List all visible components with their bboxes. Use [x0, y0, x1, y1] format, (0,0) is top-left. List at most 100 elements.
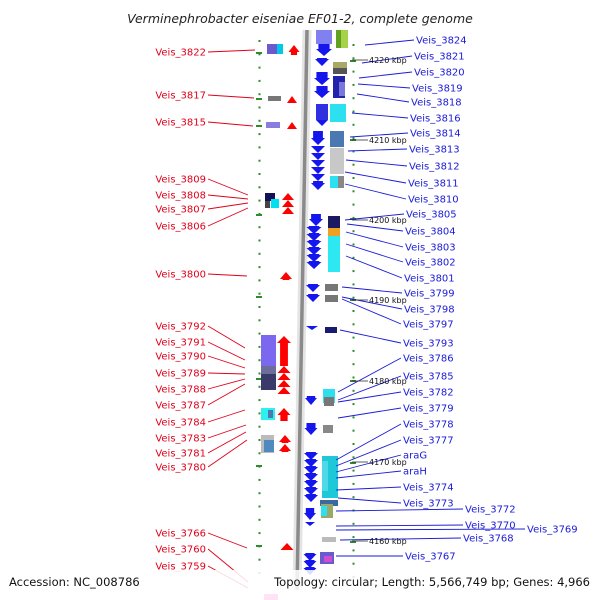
tick-dot [258, 159, 261, 162]
tick-dot [352, 482, 355, 485]
gene-label-right[interactable]: Veis_3774 [403, 483, 454, 494]
feature-block [261, 374, 276, 390]
leader-line [207, 207, 249, 227]
tick-dot [258, 319, 261, 322]
gene-label-right[interactable]: Veis_3821 [414, 52, 465, 63]
gene-label-right[interactable]: Veis_3814 [410, 129, 461, 140]
gene-label-left[interactable]: Veis_3808 [155, 191, 206, 202]
gene-label-right[interactable]: Veis_3813 [409, 145, 460, 156]
left-features [261, 44, 300, 600]
tick-dot [258, 292, 261, 295]
reverse-gene-arrow [311, 153, 325, 160]
gene-label-left[interactable]: Veis_3791 [155, 338, 206, 349]
forward-gene-arrow [279, 435, 291, 443]
gene-label-right[interactable]: Veis_3801 [404, 274, 455, 285]
leader-line [207, 178, 249, 196]
gene-label-right[interactable]: Veis_3804 [405, 227, 456, 238]
tick-dot [258, 345, 261, 348]
gene-label-right[interactable]: Veis_3811 [408, 179, 459, 190]
gene-label-right[interactable]: Veis_3779 [403, 404, 454, 415]
tick-dot [352, 137, 355, 140]
gene-label-right[interactable]: araG [403, 451, 427, 462]
gene-label-right[interactable]: araH [403, 467, 427, 478]
gene-label-left[interactable]: Veis_3806 [155, 222, 206, 233]
leader-line [341, 296, 403, 310]
gene-label-left[interactable]: Veis_3809 [155, 175, 206, 186]
gene-label-right[interactable]: Veis_3810 [408, 195, 459, 206]
leader-line [335, 508, 464, 512]
gene-label-left[interactable]: Veis_3766 [155, 529, 206, 540]
reverse-gene-arrow [309, 214, 323, 226]
gene-label-right[interactable]: Veis_3802 [405, 258, 456, 269]
tick-dot [258, 452, 261, 455]
reverse-gene-arrow [304, 487, 318, 495]
gene-label-right[interactable]: Veis_3798 [404, 305, 455, 316]
feature-block [264, 440, 274, 452]
gene-label-right[interactable]: Veis_3778 [403, 420, 454, 431]
gene-label-right[interactable]: Veis_3819 [412, 84, 463, 95]
major-tick [256, 378, 262, 380]
tick-dot [258, 505, 261, 508]
gene-label-left[interactable]: Veis_3784 [155, 418, 206, 429]
gene-label-right[interactable]: Veis_3818 [411, 98, 462, 109]
forward-gene-arrow [287, 122, 297, 129]
leader-line [349, 132, 409, 138]
gene-label-left[interactable]: Veis_3780 [155, 463, 206, 474]
tick-dot [258, 518, 261, 521]
gene-label-right[interactable]: Veis_3799 [404, 289, 455, 300]
gene-label-left[interactable]: Veis_3815 [155, 118, 206, 129]
gene-label-right[interactable]: Veis_3777 [403, 436, 454, 447]
gene-label-left[interactable]: Veis_3800 [155, 270, 206, 281]
major-tick [350, 60, 356, 62]
gene-label-left[interactable]: Veis_3792 [155, 322, 206, 333]
tick-dot [352, 536, 355, 539]
feature-block [277, 44, 283, 54]
tick-dot [352, 336, 355, 339]
feature-block [322, 461, 328, 491]
gene-label-left[interactable]: Veis_3783 [155, 434, 206, 445]
gene-label-left[interactable]: Veis_3760 [155, 545, 206, 556]
tick-dot [352, 190, 355, 193]
gene-label-left[interactable]: Veis_3787 [155, 401, 206, 412]
leader-line [339, 537, 462, 541]
gene-label-right[interactable]: Veis_3803 [405, 243, 456, 254]
gene-label-right[interactable]: Veis_3820 [414, 68, 465, 79]
reverse-gene-arrow [306, 261, 322, 269]
tick-dot [258, 53, 261, 56]
gene-label-left[interactable]: Veis_3759 [155, 562, 206, 573]
leader-line [344, 183, 407, 200]
gene-label-right[interactable]: Veis_3812 [409, 162, 460, 173]
gene-label-right[interactable]: Veis_3824 [416, 36, 467, 47]
gene-label-right[interactable]: Veis_3816 [410, 114, 461, 125]
gene-label-right[interactable]: Veis_3782 [403, 388, 454, 399]
gene-label-left[interactable]: Veis_3788 [155, 385, 206, 396]
kbp-marker: 4210 kbp [369, 136, 407, 145]
reverse-gene-arrow [311, 146, 325, 153]
gene-label-right[interactable]: Veis_3770 [465, 521, 516, 532]
gene-label-right[interactable]: Veis_3767 [405, 552, 456, 563]
leader-line [335, 454, 402, 473]
reverse-gene-arrow [304, 508, 316, 520]
gene-label-left[interactable]: Veis_3789 [155, 369, 206, 380]
gene-label-left[interactable]: Veis_3781 [155, 449, 206, 460]
gene-label-right[interactable]: Veis_3785 [403, 372, 454, 383]
gene-label-left[interactable]: Veis_3817 [155, 91, 206, 102]
tick-dot [258, 332, 261, 335]
gene-label-right[interactable]: Veis_3793 [403, 339, 454, 350]
feature-block [267, 44, 277, 54]
gene-label-right[interactable]: Veis_3797 [403, 320, 454, 331]
gene-label-left[interactable]: Veis_3807 [155, 205, 206, 216]
gene-label-left[interactable]: Veis_3790 [155, 352, 206, 363]
gene-label-right[interactable]: Veis_3786 [403, 354, 454, 365]
right-gene-labels: Veis_3824Veis_3821Veis_3820Veis_3819Veis… [403, 36, 578, 563]
gene-label-right[interactable]: Veis_3772 [465, 505, 516, 516]
gene-label-right[interactable]: Veis_3805 [406, 210, 457, 221]
reverse-gene-arrow [306, 326, 318, 330]
gene-label-left[interactable]: Veis_3822 [155, 48, 206, 59]
feature-block [339, 82, 345, 96]
gene-label-right[interactable]: Veis_3769 [527, 525, 578, 536]
leader-line [207, 202, 249, 210]
gene-label-right[interactable]: Veis_3768 [463, 534, 514, 545]
gene-label-right[interactable]: Veis_3773 [403, 499, 454, 510]
